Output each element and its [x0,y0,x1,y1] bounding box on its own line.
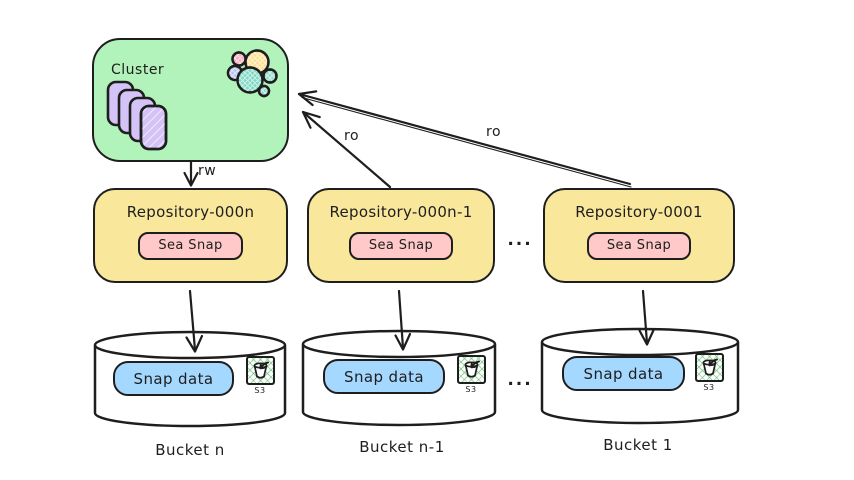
arrow-rw [183,159,199,187]
bucket-caption: Bucket n-1 [359,438,445,456]
repositories-ellipsis: ... [507,230,533,250]
repository-title: Repository-000n-1 [329,203,473,221]
snap-data-badge: Snap data [562,356,685,391]
sea-snap-badge: Sea Snap [138,232,243,260]
bucket-caption: Bucket 1 [603,436,673,454]
bucket-caption: Bucket n [155,441,225,459]
sea-snap-badge: Sea Snap [586,232,692,260]
buckets-ellipsis: ... [507,370,533,390]
s3-icon-group: S3 [455,355,487,394]
repository-title: Repository-0001 [575,203,703,221]
s3-icon-group: S3 [244,356,276,395]
arrow-ro-1 [301,110,392,189]
s3-icon-label: S3 [703,383,715,392]
ro-edge-label-2: ro [486,124,502,140]
arrow-repo-n-to-bucket [185,289,204,353]
s3-bucket-icon [456,355,486,384]
s3-bucket-icon [245,356,275,385]
arrow-repo-n-1-to-bucket [394,289,412,351]
repository-box-000n-1: Repository-000n-1 Sea Snap [307,188,495,283]
rw-edge-label: rw [198,163,217,179]
cluster-box: Cluster [92,38,289,162]
snap-data-badge: Snap data [113,361,234,396]
arrow-ro-2 [297,90,632,188]
repository-title: Repository-000n [126,203,255,221]
repository-box-0001: Repository-0001 Sea Snap [543,188,735,283]
s3-icon-label: S3 [254,386,266,395]
s3-icon-group: S3 [693,353,725,392]
ro-edge-label-1: ro [344,128,360,144]
elastic-cluster-logo-icon [226,49,278,98]
cluster-label: Cluster [111,62,165,78]
repository-box-000n: Repository-000n Sea Snap [93,188,288,283]
s3-icon-label: S3 [465,385,477,394]
s3-bucket-icon [694,353,724,382]
arrow-repo-1-to-bucket [638,289,656,346]
sea-snap-badge: Sea Snap [348,232,454,260]
stacked-nodes-icon [106,80,168,151]
snap-data-badge: Snap data [323,359,445,394]
